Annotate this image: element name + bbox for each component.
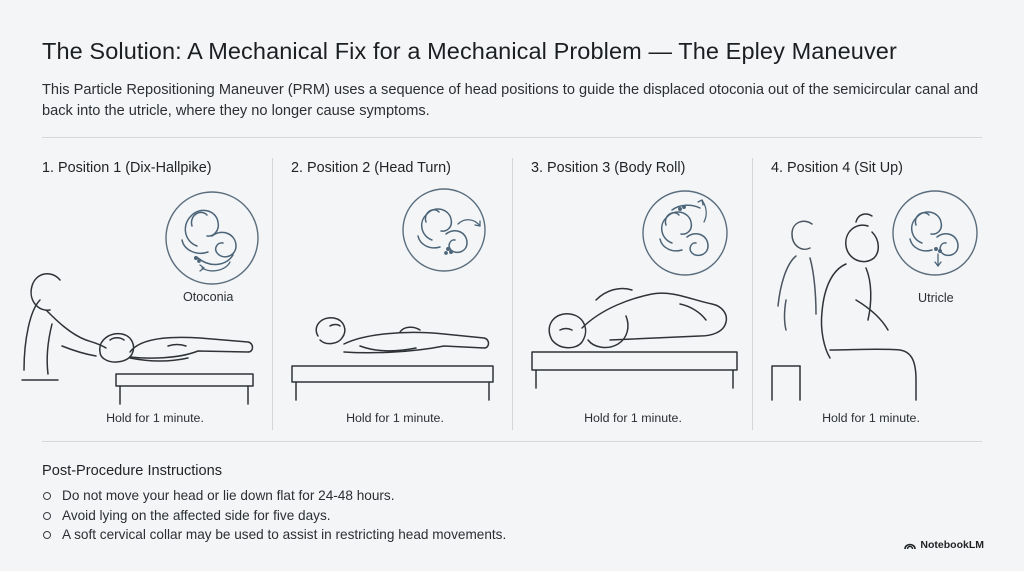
panel-divider [512,158,513,430]
intro-paragraph: This Particle Repositioning Maneuver (PR… [42,82,979,119]
panel-1-illustration [21,191,259,405]
panel-divider [272,158,273,430]
panel-4-title: 4. Position 4 (Sit Up) [771,160,903,176]
panel-4-illustration [771,190,978,401]
panel-3-title: 3. Position 3 (Body Roll) [531,160,686,176]
bottom-divider [42,441,982,442]
panel-2-hold: Hold for 1 minute. [346,411,444,425]
bullet-icon [43,511,51,520]
list-item: Avoid lying on the affected side for fiv… [42,506,506,526]
panel-2-title: 2. Position 2 (Head Turn) [291,160,451,176]
panel-3-hold: Hold for 1 minute. [584,411,682,425]
panel-1-title: 1. Position 1 (Dix-Hallpike) [42,160,212,176]
list-item: Do not move your head or lie down flat f… [42,486,506,506]
notebooklm-logo-icon [904,543,917,550]
otoconia-label: Otoconia [183,290,234,304]
page-title: The Solution: A Mechanical Fix for a Mec… [42,38,897,64]
inner-ear-icon [165,191,259,285]
panel-4-hold: Hold for 1 minute. [822,411,920,425]
bullet-icon [43,531,51,539]
inner-ear-icon [892,190,978,276]
post-procedure-title: Post-Procedure Instructions [42,463,223,479]
panel-3-illustration [531,190,738,389]
utricle-label: Utricle [918,291,954,305]
panel-divider [752,158,753,430]
list-item: A soft cervical collar may be used to as… [42,525,506,545]
bullet-icon [43,492,51,500]
post-procedure-list: Do not move your head or lie down flat f… [42,486,506,545]
brand-name: NotebookLM [920,539,984,551]
top-divider [42,137,982,138]
panel-2-illustration [291,188,494,401]
brand-watermark: NotebookLM [904,539,984,551]
panel-1-hold: Hold for 1 minute. [106,411,204,425]
inner-ear-icon [402,188,486,272]
inner-ear-icon [642,190,728,276]
